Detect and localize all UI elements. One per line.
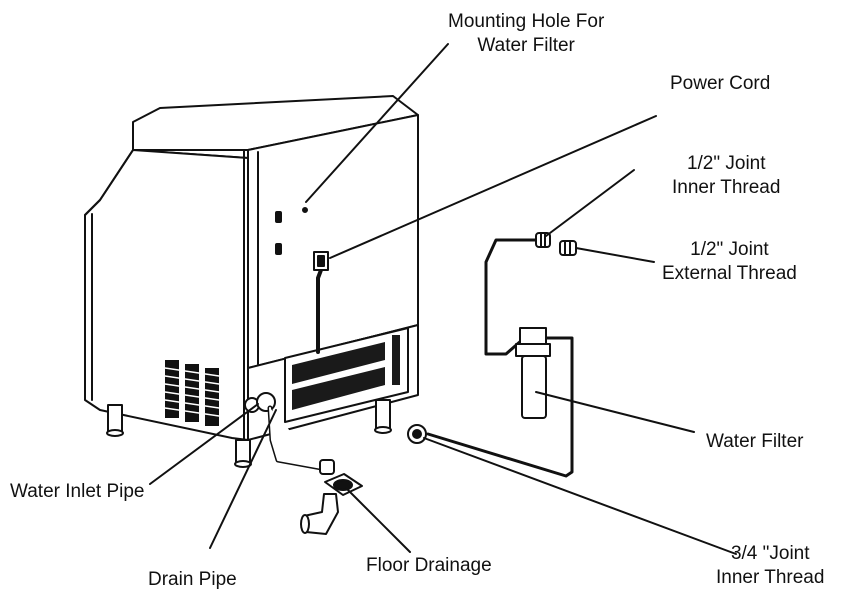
leader-power-cord xyxy=(329,115,657,259)
leader-floor-drainage xyxy=(345,487,411,553)
label-half-joint-inner-line1: 1/2" Joint xyxy=(686,153,766,174)
label-half-joint-external-line1: 1/2" Joint xyxy=(690,239,769,260)
label-half-joint-inner-line2: Inner Thread xyxy=(672,177,781,198)
leader-mounting-hole xyxy=(305,43,449,203)
mounting-holes xyxy=(275,207,308,255)
leader-water-inlet xyxy=(149,403,259,485)
floor-drainage xyxy=(300,473,363,535)
cabinet-back-panel xyxy=(247,114,419,369)
label-three-quarter-joint-line2: Inner Thread xyxy=(716,567,825,588)
label-half-joint-external: 1/2" Joint External Thread xyxy=(662,238,797,286)
leader-lines xyxy=(149,43,737,555)
leader-water-filter xyxy=(535,391,695,433)
label-water-inlet-pipe: Water Inlet Pipe xyxy=(10,481,145,502)
leader-drain-pipe xyxy=(209,409,277,549)
machine-feet xyxy=(106,399,392,468)
label-three-quarter-joint-line1: 3/4 "Joint xyxy=(730,543,810,564)
label-water-filter: Water Filter xyxy=(706,431,804,452)
water-filter-assembly xyxy=(407,232,577,478)
label-half-joint-external-line2: External Thread xyxy=(662,263,797,284)
label-floor-drainage: Floor Drainage xyxy=(366,555,492,576)
label-mounting-hole-line1: Mounting Hole For xyxy=(448,11,605,32)
label-mounting-hole-line2: Water Filter xyxy=(477,35,575,56)
label-three-quarter-joint: 3/4 "Joint Inner Thread xyxy=(716,542,824,590)
leader-half-inner xyxy=(545,169,635,237)
leader-three-quarter xyxy=(423,437,737,555)
label-mounting-hole: Mounting Hole For Water Filter xyxy=(448,10,604,58)
power-cord xyxy=(313,251,329,354)
side-vent-grille xyxy=(164,360,220,426)
label-drain-pipe: Drain Pipe xyxy=(148,569,237,590)
leader-half-external xyxy=(575,247,655,263)
filter-cartridge xyxy=(521,355,547,419)
label-power-cord: Power Cord xyxy=(670,73,771,94)
label-half-joint-inner: 1/2" Joint Inner Thread xyxy=(672,152,780,200)
water-inlet-pipe xyxy=(244,392,335,475)
back-vent-grille xyxy=(284,327,409,423)
